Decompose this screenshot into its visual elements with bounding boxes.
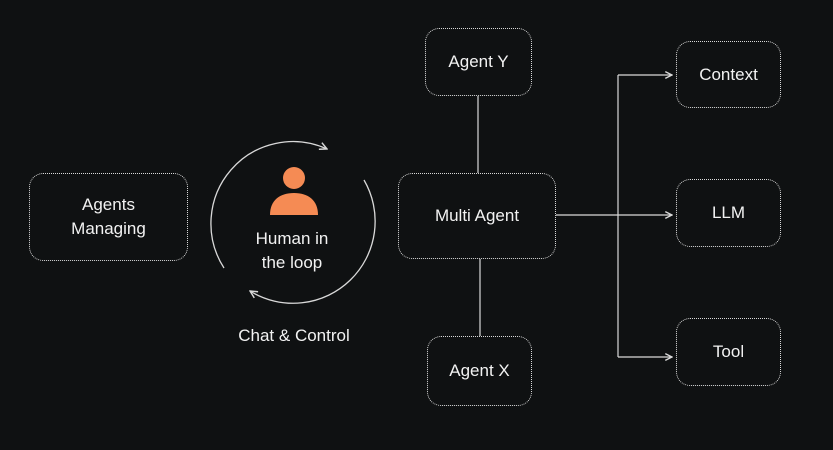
node-label: Tool [712, 342, 745, 361]
node-agent-x: Agent X [427, 336, 532, 406]
node-llm: LLM [676, 179, 781, 247]
node-multi-agent: Multi Agent [398, 173, 556, 259]
cycle-arc-right [250, 179, 376, 304]
node-agent-y: Agent Y [425, 28, 532, 96]
node-tool: Tool [676, 318, 781, 386]
chat-control-label: Chat & Control [238, 326, 350, 345]
node-label: Agent X [449, 361, 510, 380]
cycle-arc-left [210, 140, 327, 269]
node-label: Context [699, 64, 758, 84]
node-agents-managing: Agents Managing [29, 173, 188, 261]
person-icon [270, 167, 318, 215]
node-label: Multi Agent [434, 206, 520, 225]
human-in-loop-label: Human in the loop [255, 229, 329, 272]
node-label: Agent Y [448, 52, 509, 71]
node-label: LLM [711, 203, 746, 222]
cycle-arrows-icon [210, 140, 376, 304]
node-context: Context [676, 41, 781, 108]
node-label: Agents Managing [71, 195, 146, 238]
